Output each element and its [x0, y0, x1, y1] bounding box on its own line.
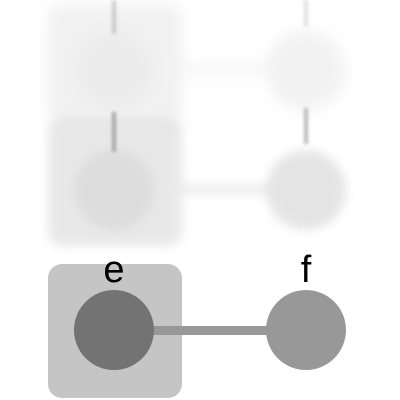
- node-label-f: f: [300, 249, 312, 291]
- ghost-node-f: [266, 30, 346, 110]
- ghost-tick: [304, 108, 308, 144]
- ghost-node-e: [74, 150, 154, 230]
- ghost-tick: [304, 0, 308, 26]
- ghost-node-f: [266, 150, 346, 230]
- node-e[interactable]: [74, 290, 154, 370]
- node-label-e: e: [103, 249, 125, 291]
- ghost-tick: [112, 112, 116, 152]
- ghost-node-e: [74, 30, 154, 110]
- edge-e-f[interactable]: [150, 326, 272, 335]
- ghost-tick: [112, 0, 116, 34]
- ghost-edge: [150, 65, 270, 74]
- ghost-edge: [150, 185, 270, 194]
- node-f[interactable]: [266, 290, 346, 370]
